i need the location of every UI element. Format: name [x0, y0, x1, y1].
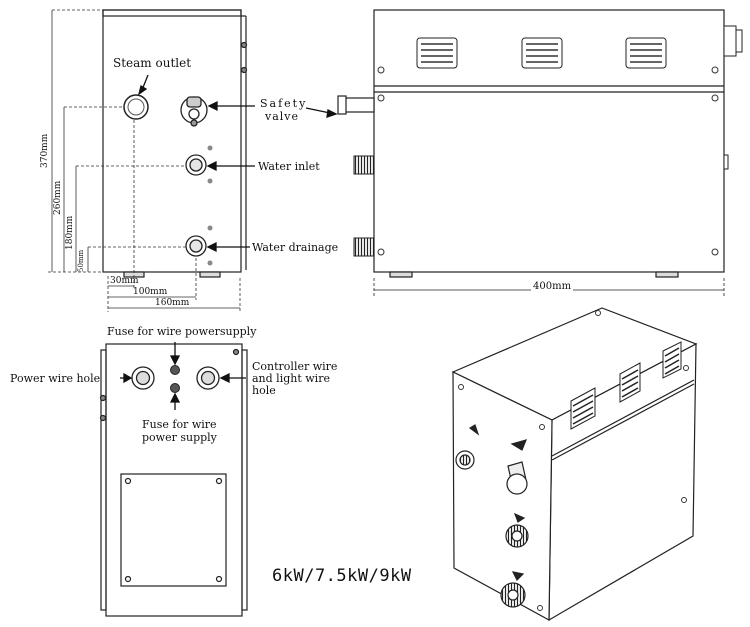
side-water-drainage-pipe — [353, 237, 375, 257]
side-safety-valve — [337, 95, 375, 115]
dim-180-label: 180mm — [65, 215, 75, 250]
safety-valve-label-2: valve — [265, 110, 300, 123]
water-drainage-fitting — [185, 225, 213, 266]
fuse-holders — [170, 365, 180, 393]
iso-fittings — [455, 424, 529, 608]
model-label: 6kW/7.5kW/9kW — [272, 566, 412, 586]
steam-outlet-fitting — [123, 94, 149, 120]
dim-30-label: 30mm — [110, 276, 139, 286]
dim-100-label: 100mm — [133, 287, 168, 297]
isometric-view — [451, 307, 698, 622]
water-drainage-label: Water drainage — [252, 241, 339, 254]
dim-400-label: 400mm — [531, 281, 574, 292]
side-water-inlet-pipe — [353, 155, 375, 175]
water-inlet-label: Water inlet — [258, 160, 320, 173]
controller-wire-hole-fitting — [196, 366, 220, 390]
front-view — [102, 9, 248, 278]
front-pointers — [137, 74, 338, 253]
side-cable-gland — [723, 25, 743, 170]
iso-vent-louvers — [570, 341, 682, 430]
safety-valve-fitting — [180, 96, 208, 127]
bottom-pointers — [120, 342, 246, 410]
dim-370-label: 370mm — [40, 133, 50, 168]
dim-160-label: 160mm — [155, 298, 190, 308]
bottom-view — [99, 343, 248, 617]
dim-260-label: 260mm — [53, 180, 63, 215]
controller-wire-label-3: hole — [252, 384, 276, 397]
fuse-bottom-label-2: power supply — [142, 431, 217, 444]
side-screws — [377, 66, 719, 256]
front-dimension-lines — [48, 9, 241, 312]
controller-wire-label-1: Controller wire — [252, 360, 338, 373]
power-wire-hole-label: Power wire hole — [10, 372, 101, 385]
iso-screws — [458, 310, 689, 611]
fuse-top-label: Fuse for wire powersupply — [107, 325, 257, 338]
water-inlet-fitting — [185, 145, 213, 184]
safety-valve-label-1: Safety — [260, 97, 308, 110]
fuse-bottom-label-1: Fuse for wire — [142, 418, 217, 431]
power-wire-hole-fitting — [131, 366, 155, 390]
side-vent-louvers — [416, 37, 667, 69]
controller-wire-label-2: and light wire — [252, 372, 330, 385]
steam-outlet-label: Steam outlet — [113, 56, 192, 70]
dim-50-label: 50mm — [77, 249, 85, 272]
